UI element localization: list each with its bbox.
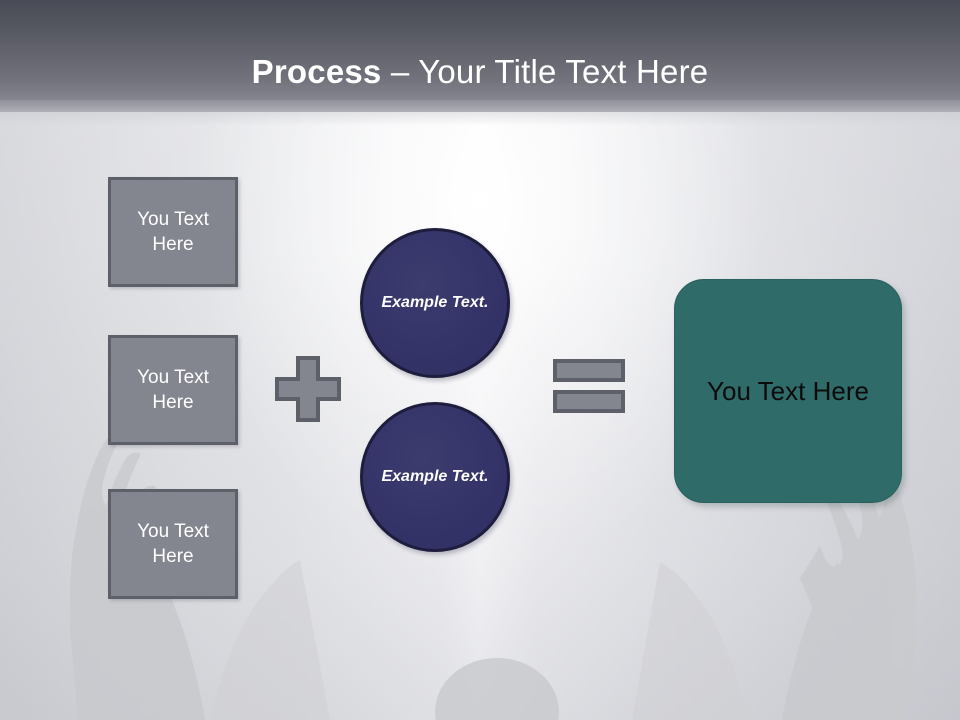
input-box-2[interactable]: You Text Here <box>108 335 238 445</box>
process-circle-1-label: Example Text. <box>381 294 489 311</box>
equals-operator-icon <box>553 359 625 413</box>
title-bar-fade <box>0 100 960 126</box>
plus-operator-icon <box>275 356 341 422</box>
process-circle-2[interactable]: Example Text. <box>360 402 510 552</box>
result-box[interactable]: You Text Here <box>674 279 902 503</box>
input-box-1[interactable]: You Text Here <box>108 177 238 287</box>
input-box-2-label: You Text Here <box>137 367 209 413</box>
result-box-label: You Text Here <box>707 376 869 406</box>
process-circle-1[interactable]: Example Text. <box>360 228 510 378</box>
page-title-light: Your Title Text Here <box>418 53 709 90</box>
page-title-strong: Process <box>251 53 382 90</box>
input-box-3-label: You Text Here <box>137 521 209 567</box>
input-box-3[interactable]: You Text Here <box>108 489 238 599</box>
title-bar <box>0 0 960 112</box>
input-box-1-label: You Text Here <box>137 209 209 255</box>
page-title: Process – Your Title Text Here <box>0 50 960 94</box>
page-title-dash: – <box>381 53 419 90</box>
process-circle-2-label: Example Text. <box>381 468 489 485</box>
